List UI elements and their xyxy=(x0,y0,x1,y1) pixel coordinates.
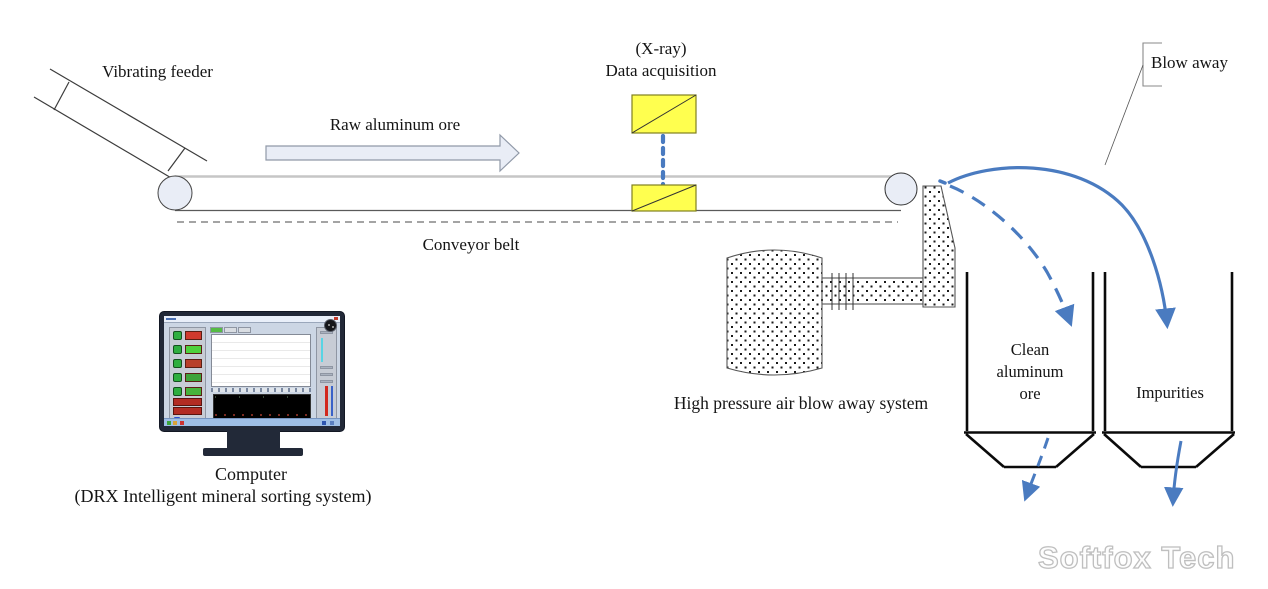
control-row xyxy=(173,345,203,355)
gauge-blue xyxy=(331,386,333,416)
clean-ore-label-line1: Clean xyxy=(1010,340,1050,359)
right-roller xyxy=(884,172,918,206)
taskbar xyxy=(164,418,340,426)
air-tank xyxy=(726,249,823,376)
trajectory-curves xyxy=(938,166,1176,330)
waveform-trace xyxy=(215,414,309,416)
air-system-label: High pressure air blow away system xyxy=(673,393,929,413)
clean-ore-label-line2: aluminum xyxy=(996,362,1064,381)
control-button-panel xyxy=(169,327,206,423)
tab-active xyxy=(210,327,223,333)
control-row xyxy=(173,359,203,369)
waveform-ticks xyxy=(215,396,309,398)
status-icon xyxy=(173,373,182,382)
watermark: Softfox Tech xyxy=(1037,539,1236,575)
clean-ore-trajectory xyxy=(949,184,1075,327)
mini-control xyxy=(320,373,333,376)
control-button xyxy=(185,373,202,382)
mini-control xyxy=(320,380,333,383)
window-title xyxy=(166,318,176,320)
impurities-discharge-arrow xyxy=(1164,440,1184,507)
mini-control xyxy=(320,366,333,369)
xray-unit-shape xyxy=(631,94,697,212)
spectrum-chart-area xyxy=(211,334,311,387)
vibrating-feeder-shape xyxy=(33,68,208,180)
control-row xyxy=(173,331,203,341)
dial-knob xyxy=(324,319,337,332)
waveform-panel xyxy=(213,394,311,420)
status-icon xyxy=(173,359,182,368)
air-pipe xyxy=(821,277,924,305)
xray-label: (X-ray) xyxy=(635,39,687,58)
tab xyxy=(224,327,237,333)
vibrating-feeder-label: Vibrating feeder xyxy=(102,62,213,81)
control-button xyxy=(185,359,202,368)
status-icon xyxy=(173,345,182,354)
tab xyxy=(238,327,251,333)
monitor-stand xyxy=(227,431,280,449)
clean-ore-label-line3: ore xyxy=(1019,384,1041,403)
discharge-arrows xyxy=(1021,437,1184,507)
control-button xyxy=(185,387,202,396)
blow-away-label: Blow away xyxy=(1151,53,1228,72)
status-icon xyxy=(173,387,182,396)
settings-panel xyxy=(316,327,337,419)
conveyor-belt-shape xyxy=(157,172,918,223)
control-button xyxy=(185,331,202,340)
taskbar-icon xyxy=(180,421,184,425)
chart-tabs xyxy=(210,327,313,333)
software-titlebar xyxy=(164,316,340,323)
clean-ore-bin-shape xyxy=(964,272,1096,469)
blow-away-callout xyxy=(1104,42,1162,166)
computer-label: Computer xyxy=(215,464,287,484)
control-row xyxy=(173,373,203,383)
left-roller xyxy=(157,175,193,211)
impurities-bin-shape xyxy=(1102,272,1235,469)
gauge-red xyxy=(325,386,328,416)
control-button xyxy=(185,345,202,354)
tray-icon xyxy=(322,421,326,425)
impurities-trajectory xyxy=(947,166,1176,330)
stop-button xyxy=(173,398,202,406)
data-acquisition-label: Data acquisition xyxy=(605,61,717,80)
air-nozzle xyxy=(922,185,956,308)
close-icon xyxy=(334,317,338,320)
status-icon xyxy=(173,331,182,340)
air-blow-system-shape xyxy=(726,185,956,376)
flow-direction-arrow xyxy=(265,133,520,173)
tray-icon xyxy=(330,421,334,425)
monitor-screen xyxy=(164,316,340,426)
start-button xyxy=(173,407,202,415)
computer-monitor xyxy=(159,311,345,432)
impurities-label: Impurities xyxy=(1136,383,1204,402)
level-indicator xyxy=(321,338,323,362)
conveyor-belt-label: Conveyor belt xyxy=(422,235,520,254)
control-row xyxy=(173,387,203,397)
chart-panel xyxy=(210,327,313,420)
raw-ore-label: Raw aluminum ore xyxy=(329,115,461,134)
mini-control xyxy=(320,331,333,334)
monitor-base xyxy=(203,448,303,456)
clean-ore-discharge-arrow xyxy=(1021,437,1050,502)
taskbar-icon xyxy=(173,421,177,425)
computer-sub-label: (DRX Intelligent mineral sorting system) xyxy=(74,486,372,506)
chart-x-axis xyxy=(211,388,311,392)
taskbar-icon xyxy=(167,421,171,425)
